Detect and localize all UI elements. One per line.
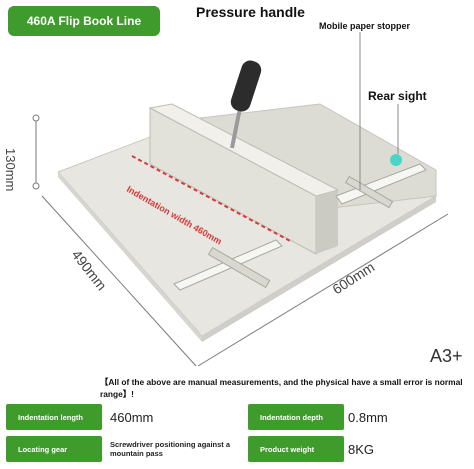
rear-sight-dot xyxy=(390,154,402,166)
spec-value-locating-gear: Screwdriver positioning against a mounta… xyxy=(110,440,231,458)
size-mark: A3+ xyxy=(430,346,463,366)
spec-value-indentation-depth: 0.8mm xyxy=(348,409,388,425)
base-plate-edge xyxy=(202,196,436,342)
front-stopper xyxy=(207,246,271,289)
rear-stopper xyxy=(345,175,394,209)
spec-value-product-weight: 8KG xyxy=(348,441,375,457)
dim-width-line xyxy=(197,213,449,367)
spec-row: Locating gear Screwdriver positioning ag… xyxy=(6,436,468,462)
mobile-stopper-label: Mobile paper stopper xyxy=(319,21,411,31)
rear-sight-label: Rear sight xyxy=(368,89,427,103)
handle-grip xyxy=(230,60,262,112)
spec-label-indentation-depth: Indentation depth xyxy=(248,404,344,430)
pressure-bar-side xyxy=(316,190,338,254)
rear-scale xyxy=(335,163,427,205)
spec-label-product-weight: Product weight xyxy=(248,436,344,462)
product-title: 460A Flip Book Line xyxy=(8,6,160,36)
measurement-note: 【All of the above are manual measurement… xyxy=(100,377,463,399)
spec-table: Indentation length 460mm Indentation dep… xyxy=(6,402,468,464)
spec-label-locating-gear: Locating gear xyxy=(6,436,102,462)
dim-depth-line xyxy=(41,195,197,367)
spec-label-indentation-length: Indentation length xyxy=(6,404,102,430)
dim-height: 130mm xyxy=(3,148,18,192)
pressure-handle-label: Pressure handle xyxy=(196,4,305,20)
indentation-line xyxy=(131,155,293,243)
dim-height-top-dot xyxy=(32,114,40,122)
base-plate-front-edge xyxy=(58,172,202,342)
dim-height-bottom-dot xyxy=(32,182,40,190)
spec-value-indentation-length: 460mm xyxy=(110,409,154,425)
spec-row: Indentation length 460mm Indentation dep… xyxy=(6,404,468,430)
handle-rod xyxy=(230,107,242,149)
machine-diagram xyxy=(32,32,449,367)
